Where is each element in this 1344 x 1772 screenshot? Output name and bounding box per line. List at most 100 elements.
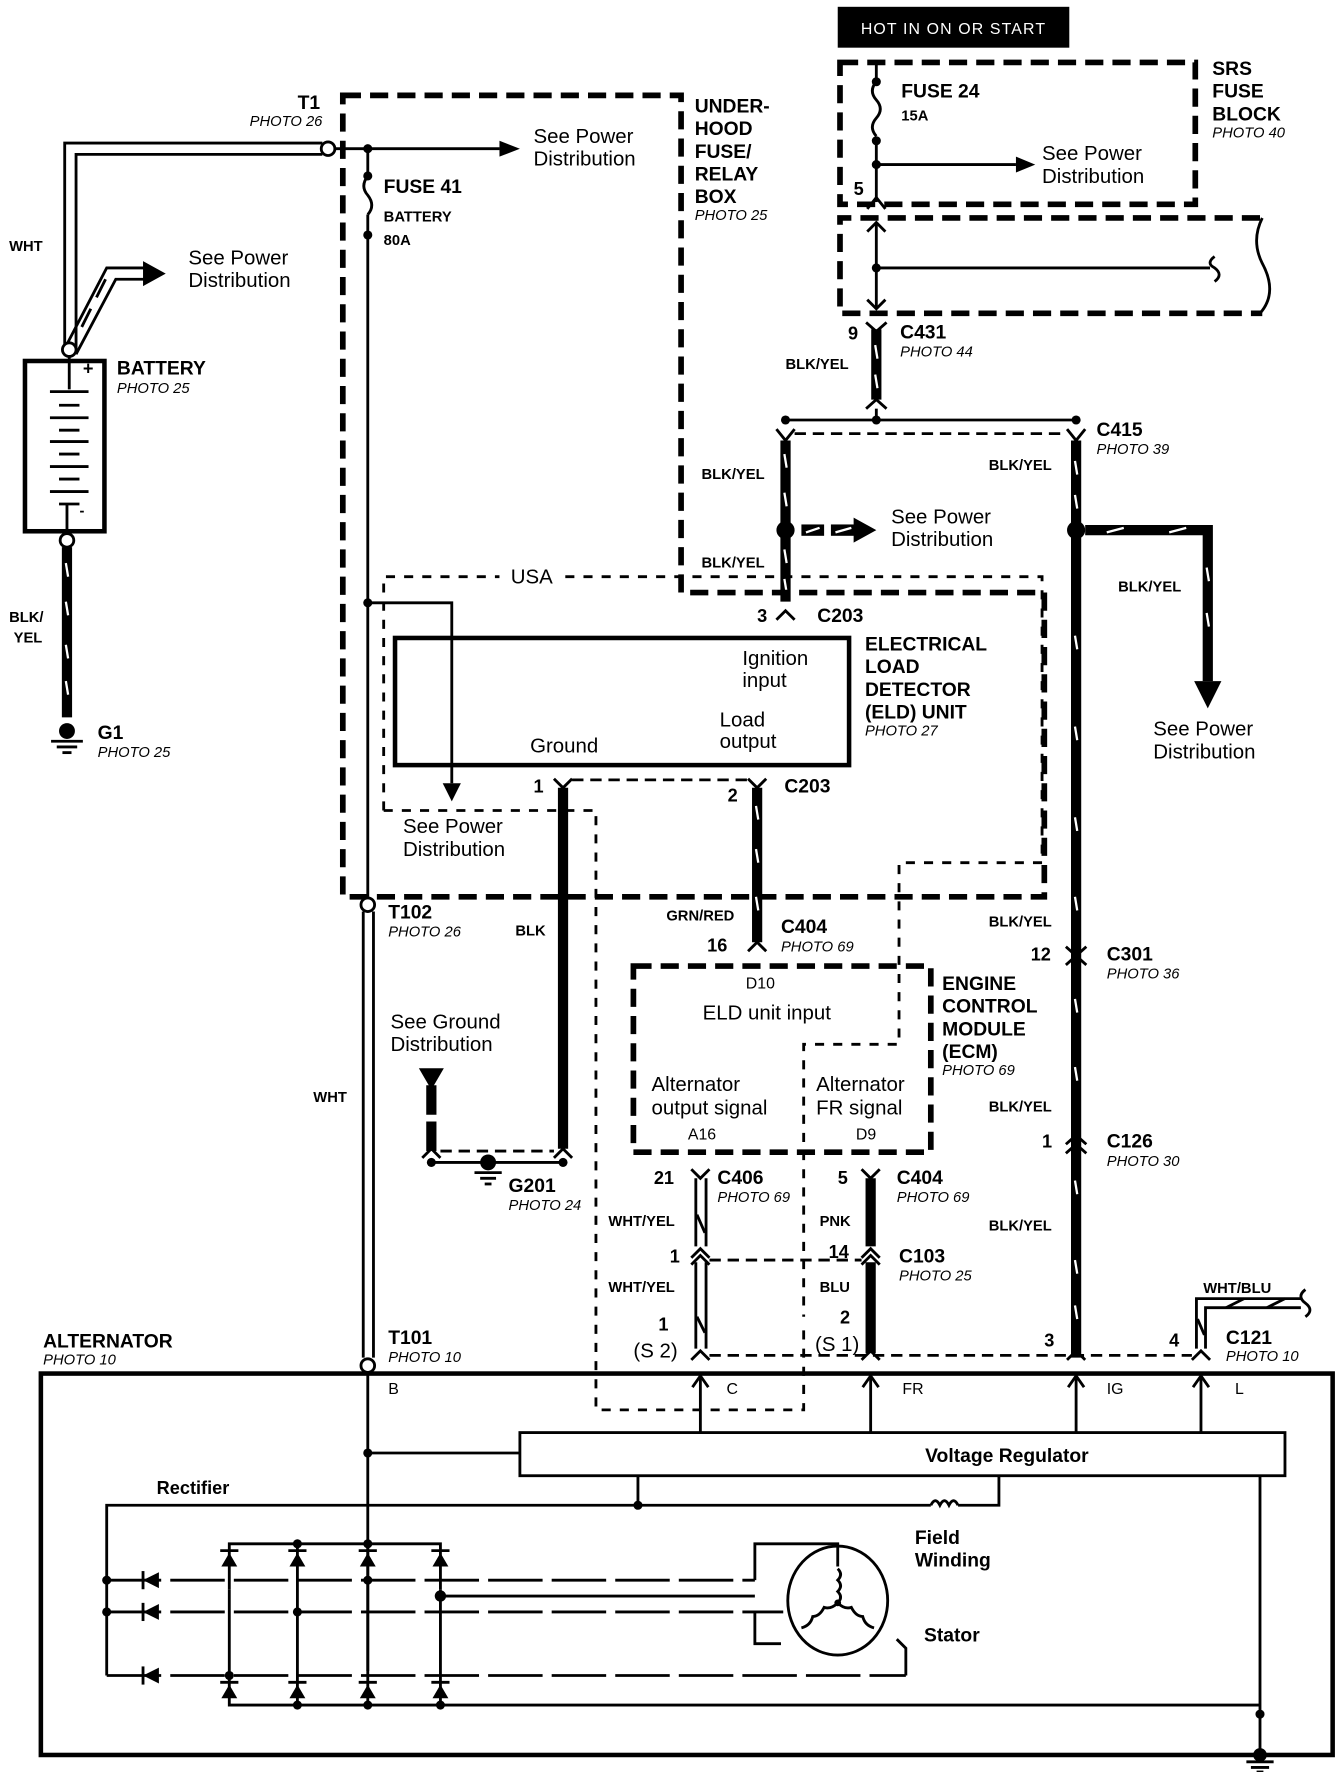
svg-text:MODULE: MODULE xyxy=(942,1019,1026,1040)
svg-text:output signal: output signal xyxy=(652,1098,768,1120)
svg-text:HOT IN ON OR START: HOT IN ON OR START xyxy=(861,21,1046,38)
svg-text:Distribution: Distribution xyxy=(390,1034,492,1056)
svg-text:12: 12 xyxy=(1031,944,1051,964)
arrow-down-icon xyxy=(1194,681,1222,709)
ground-icon xyxy=(1246,1760,1274,1772)
wire-blk-ground: BLK xyxy=(515,787,569,1149)
svg-text:Load: Load xyxy=(720,710,765,732)
svg-text:output: output xyxy=(720,731,777,753)
svg-text:BLK/YEL: BLK/YEL xyxy=(989,1219,1052,1235)
svg-text:RELAY: RELAY xyxy=(695,164,759,185)
svg-text:1: 1 xyxy=(534,776,544,796)
svg-text:FR signal: FR signal xyxy=(816,1098,902,1120)
svg-text:PHOTO 24: PHOTO 24 xyxy=(509,1198,582,1214)
svg-text:L: L xyxy=(1235,1381,1244,1398)
connector-c126: 1 C126 PHOTO 30 xyxy=(1042,1132,1180,1170)
svg-text:input: input xyxy=(742,670,787,692)
svg-text:PHOTO 30: PHOTO 30 xyxy=(1107,1154,1180,1170)
svg-text:PHOTO 40: PHOTO 40 xyxy=(1212,125,1285,141)
svg-text:1: 1 xyxy=(1042,1132,1052,1152)
diode-icon xyxy=(143,1603,159,1620)
svg-text:WHT: WHT xyxy=(9,239,43,255)
connector-c301: 12 C301 PHOTO 36 xyxy=(1031,944,1181,982)
svg-text:Ignition: Ignition xyxy=(742,648,808,670)
svg-text:BLK/YEL: BLK/YEL xyxy=(702,467,765,483)
svg-text:ENGINE: ENGINE xyxy=(942,974,1016,995)
svg-text:9: 9 xyxy=(848,323,858,343)
terminal-arrows: C FR IG L xyxy=(691,1373,1244,1433)
svg-text:BLK/YEL: BLK/YEL xyxy=(702,556,765,572)
connector-c203-top: 3 C203 xyxy=(757,606,864,627)
inductor-icon xyxy=(929,1499,960,1509)
svg-text:PHOTO 25: PHOTO 25 xyxy=(117,381,190,397)
svg-text:5: 5 xyxy=(854,179,864,199)
svg-text:Ground: Ground xyxy=(530,736,598,758)
wire-break-icon xyxy=(1299,1288,1312,1318)
battery-cells-icon xyxy=(49,390,89,506)
engine-control-module: D10 ELD unit input Alternator output sig… xyxy=(630,963,1038,1156)
wire-wht-blu: WHT/BLU xyxy=(1195,1281,1312,1349)
svg-text:C: C xyxy=(726,1381,737,1398)
svg-text:See Ground: See Ground xyxy=(390,1011,500,1033)
svg-text:C126: C126 xyxy=(1107,1132,1153,1153)
svg-text:See Power: See Power xyxy=(403,816,503,838)
svg-text:4: 4 xyxy=(1169,1330,1179,1350)
svg-text:HOOD: HOOD xyxy=(695,119,753,140)
svg-text:USA: USA xyxy=(511,566,553,588)
diode-icon xyxy=(143,1572,159,1589)
arrow-down-icon xyxy=(442,783,461,802)
svg-text:Distribution: Distribution xyxy=(534,149,636,171)
wire-blk-yel-battery-ground: BLK/ YEL xyxy=(9,547,73,718)
ground-icon xyxy=(474,1171,502,1186)
connector-c415: C415 PHOTO 39 xyxy=(775,408,1169,458)
connector-c103: 1 14 C103 PHOTO 25 xyxy=(670,1242,973,1285)
svg-text:BLU: BLU xyxy=(820,1280,850,1296)
svg-text:(ELD) UNIT: (ELD) UNIT xyxy=(865,703,967,724)
stator-field-winding: Field Winding Stator xyxy=(753,1528,991,1676)
svg-text:LOAD: LOAD xyxy=(865,657,920,678)
svg-text:C301: C301 xyxy=(1107,944,1153,965)
underhood-fuse-relay-box: UNDER- HOOD FUSE/ RELAY BOX PHOTO 25 xyxy=(339,92,1048,900)
rectifier: Rectifier xyxy=(102,1478,1260,1710)
diode-icon xyxy=(143,1667,159,1684)
svg-text:80A: 80A xyxy=(384,233,411,249)
ground-g1: G1 PHOTO 25 xyxy=(51,723,171,761)
connector-c404-top: 16 C404 PHOTO 69 xyxy=(707,917,853,955)
svg-text:ELECTRICAL: ELECTRICAL xyxy=(865,634,987,655)
svg-text:1: 1 xyxy=(670,1246,680,1266)
svg-text:3: 3 xyxy=(1044,1330,1054,1350)
see-power-distribution-usa: See Power Distribution xyxy=(363,598,505,861)
svg-text:G1: G1 xyxy=(98,723,124,744)
svg-text:BLK/YEL: BLK/YEL xyxy=(989,914,1052,930)
svg-text:A16: A16 xyxy=(688,1127,716,1144)
arrow-right-icon xyxy=(1015,156,1036,173)
svg-text:Voltage Regulator: Voltage Regulator xyxy=(925,1446,1089,1467)
svg-text:PHOTO 10: PHOTO 10 xyxy=(43,1352,116,1368)
arrow-right-icon xyxy=(499,140,520,157)
connector-c121: 4 C121 PHOTO 10 xyxy=(1169,1328,1299,1365)
svg-text:WHT: WHT xyxy=(313,1090,347,1106)
connector-pin-icon xyxy=(866,195,887,210)
svg-text:See Power: See Power xyxy=(1042,143,1142,165)
voltage-regulator: Voltage Regulator xyxy=(518,1431,1287,1478)
svg-text:(ECM): (ECM) xyxy=(942,1042,998,1063)
svg-text:BLK: BLK xyxy=(515,923,546,939)
svg-text:C431: C431 xyxy=(900,322,946,343)
svg-text:16: 16 xyxy=(707,935,727,955)
svg-text:21: 21 xyxy=(654,1168,674,1188)
svg-text:C203: C203 xyxy=(817,606,863,627)
svg-text:Rectifier: Rectifier xyxy=(157,1478,230,1498)
svg-text:T1: T1 xyxy=(298,93,321,114)
connector-c404-bottom: 5 C404 PHOTO 69 xyxy=(838,1168,970,1206)
svg-text:Distribution: Distribution xyxy=(403,839,505,861)
svg-text:PNK: PNK xyxy=(820,1214,851,1230)
svg-text:C406: C406 xyxy=(717,1168,763,1189)
battery: + - BATTERY PHOTO 25 xyxy=(22,341,206,549)
alternator: ALTERNATOR PHOTO 10 B C FR IG L Voltage … xyxy=(38,1331,1335,1772)
terminal-t101: T101 PHOTO 10 xyxy=(359,1328,462,1374)
svg-text:2: 2 xyxy=(840,1308,850,1328)
connector-c203-bottom: 1 2 C203 xyxy=(534,776,831,805)
svg-text:BOX: BOX xyxy=(695,187,737,208)
wire-blk-yel-left: BLK/YEL BLK/YEL xyxy=(702,440,795,602)
